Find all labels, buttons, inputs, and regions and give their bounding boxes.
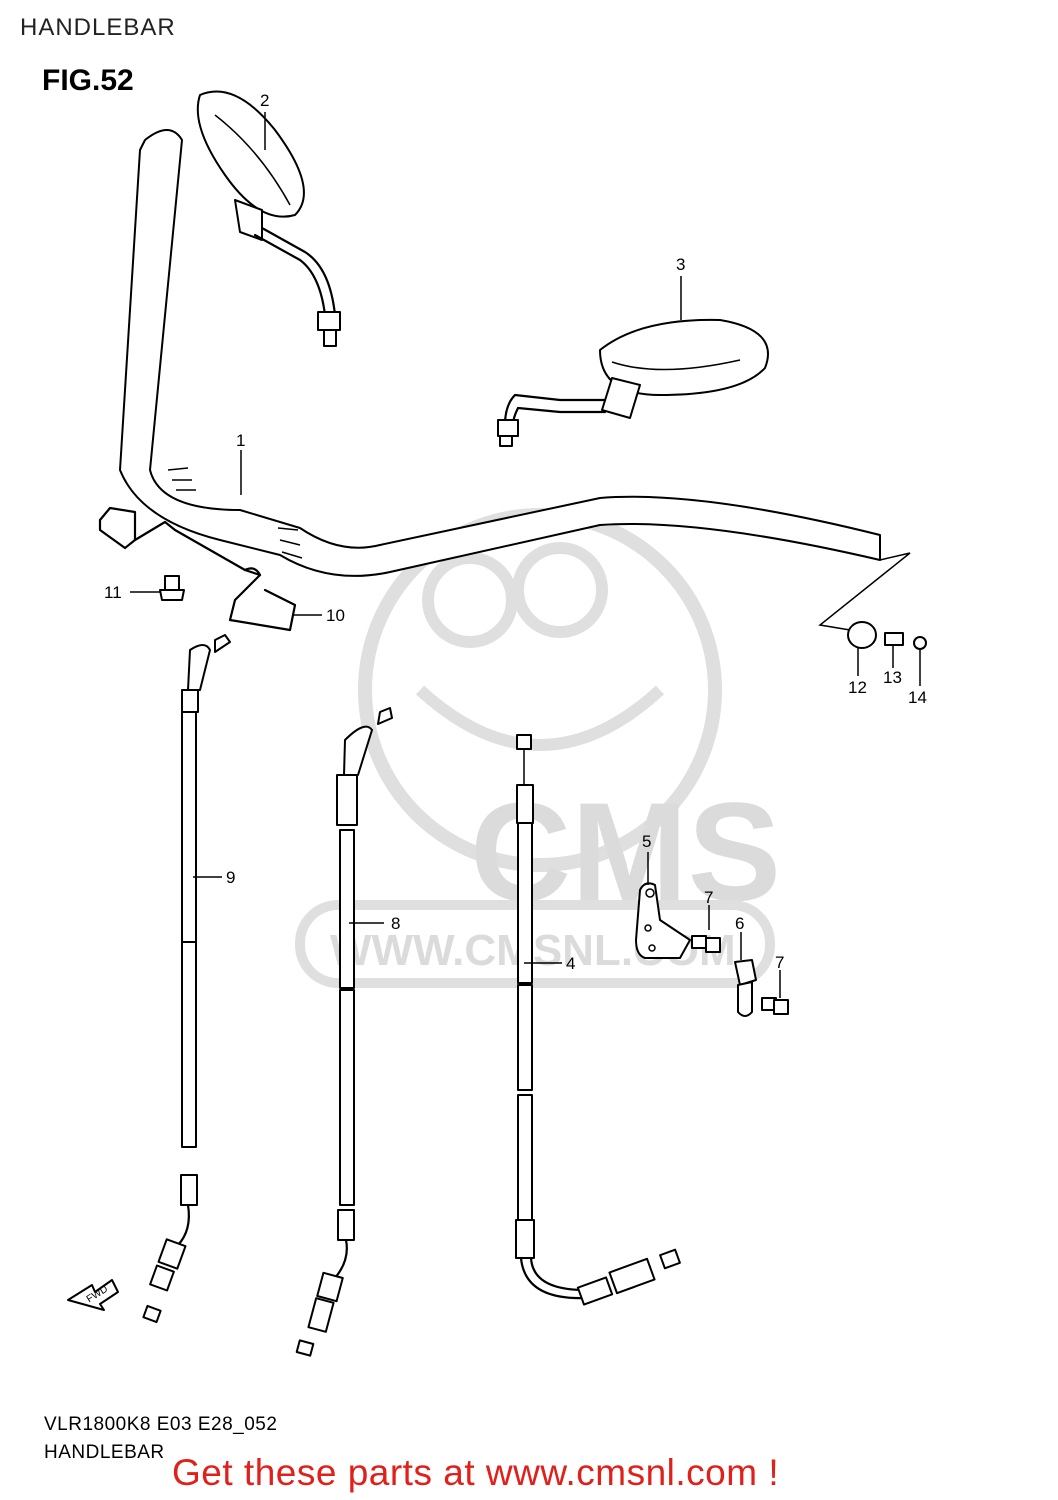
bolt-7b-part <box>761 997 789 1015</box>
callout-9: 9 <box>226 868 235 887</box>
callout-6: 6 <box>735 914 744 933</box>
model-code: VLR1800K8 E03 E28_052 <box>44 1414 278 1435</box>
clutch-cable-4-part <box>515 734 681 1306</box>
callout-1: 1 <box>236 431 245 450</box>
handlebar-part <box>119 129 881 577</box>
callout-5: 5 <box>642 832 651 851</box>
wire-guide-part <box>98 506 297 632</box>
section-title: HANDLEBAR <box>20 14 176 41</box>
callout-11: 11 <box>104 583 122 602</box>
callout-7b: 7 <box>775 953 784 972</box>
mirror-left-part <box>196 90 341 347</box>
callout-4: 4 <box>566 954 575 973</box>
bar-end-parts <box>818 552 927 650</box>
callout-13: 13 <box>883 668 902 687</box>
callout-numbers: 1 2 3 4 5 6 7 7 8 9 10 11 12 13 14 <box>104 91 927 973</box>
callout-7a: 7 <box>704 888 713 907</box>
bolt-7a-part <box>691 935 721 953</box>
bracket-5-part <box>635 882 691 959</box>
callout-12: 12 <box>848 678 867 697</box>
callout-8: 8 <box>391 914 400 933</box>
washer-14-shape <box>913 636 927 650</box>
clamp-6-part <box>734 959 757 1017</box>
bar-end-weight-shape <box>847 621 877 649</box>
mirror-right-part <box>497 318 769 447</box>
callout-10: 10 <box>326 606 345 625</box>
watermark-url-banner <box>295 900 775 988</box>
footer-section-title: HANDLEBAR <box>44 1442 165 1463</box>
throttle-cable-8-part <box>295 707 393 1357</box>
callout-14: 14 <box>908 688 927 707</box>
callout-2: 2 <box>260 91 269 110</box>
bolt-11-part <box>159 575 185 601</box>
screw-13-shape <box>884 632 904 646</box>
figure-label: FIG.52 <box>42 64 134 97</box>
watermark-goggle-right <box>512 542 608 638</box>
watermark-goggle-left <box>422 552 518 648</box>
fwd-arrow: FWD <box>67 1279 119 1311</box>
promo-link[interactable]: Get these parts at www.cmsnl.com ! <box>172 1452 780 1493</box>
watermark-mascot-face <box>415 685 665 751</box>
leader-lines <box>130 112 921 998</box>
throttle-cable-9-part <box>142 634 231 1324</box>
callout-3: 3 <box>676 255 685 274</box>
